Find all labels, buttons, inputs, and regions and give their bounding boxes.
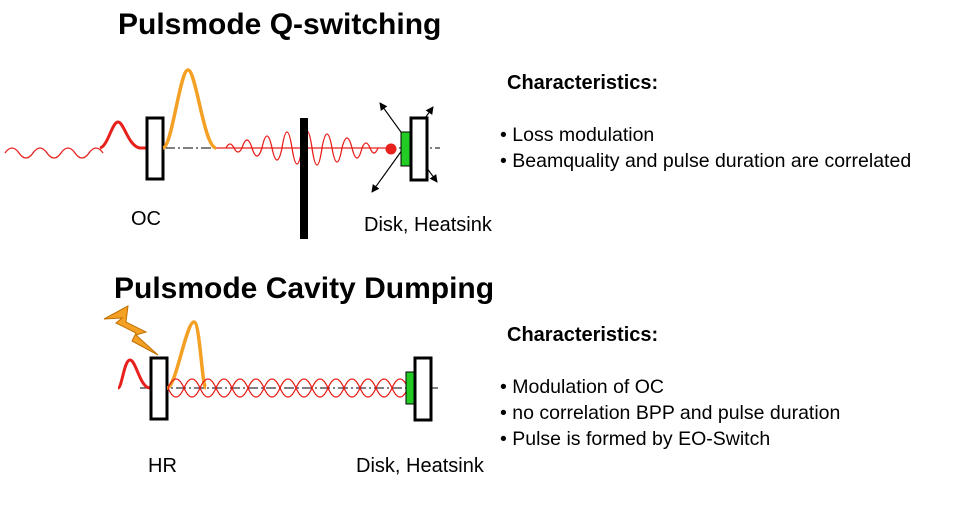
section-title-cavity-dumping: Pulsmode Cavity Dumping xyxy=(114,272,495,305)
characteristics-heading-qswitching: Characteristics: xyxy=(507,72,659,94)
characteristics-heading-cavity-dumping: Characteristics: xyxy=(507,324,659,346)
output-pulse xyxy=(116,358,151,390)
bullet-item: no correlation BPP and pulse duration xyxy=(500,400,840,426)
standing-wave-a xyxy=(167,378,409,398)
gain-spot-dot xyxy=(385,143,397,155)
label-oc: OC xyxy=(131,208,161,230)
bullet-item: Loss modulation xyxy=(500,122,911,148)
heatsink xyxy=(413,356,433,422)
q-switch-element xyxy=(300,118,308,239)
bullet-item: Beamquality and pulse duration are corre… xyxy=(500,148,911,174)
intracavity-pulse xyxy=(161,68,217,150)
bullet-item: Pulse is formed by EO-Switch xyxy=(500,426,840,452)
hr-mirror xyxy=(149,356,169,421)
output-pulse xyxy=(99,120,146,150)
output-wave xyxy=(4,147,104,159)
bullet-list-qswitching: Loss modulation Beamquality and pulse du… xyxy=(500,122,911,174)
standing-wave-b xyxy=(167,378,409,398)
label-disk-heatsink-1: Disk, Heatsink xyxy=(364,214,492,236)
label-hr: HR xyxy=(148,455,177,477)
oc-mirror xyxy=(145,116,165,181)
label-disk-heatsink-2: Disk, Heatsink xyxy=(356,455,484,477)
eo-switch-lightning-icon xyxy=(103,305,159,356)
bullet-item: Modulation of OC xyxy=(500,374,840,400)
qswitch-cavity xyxy=(4,68,440,239)
heatsink xyxy=(409,116,429,182)
section-title-qswitching: Pulsmode Q-switching xyxy=(118,8,442,41)
intracavity-pulse xyxy=(166,320,208,390)
bullet-list-cavity-dumping: Modulation of OC no correlation BPP and … xyxy=(500,374,840,452)
cavity-dumping-cavity xyxy=(103,305,440,422)
